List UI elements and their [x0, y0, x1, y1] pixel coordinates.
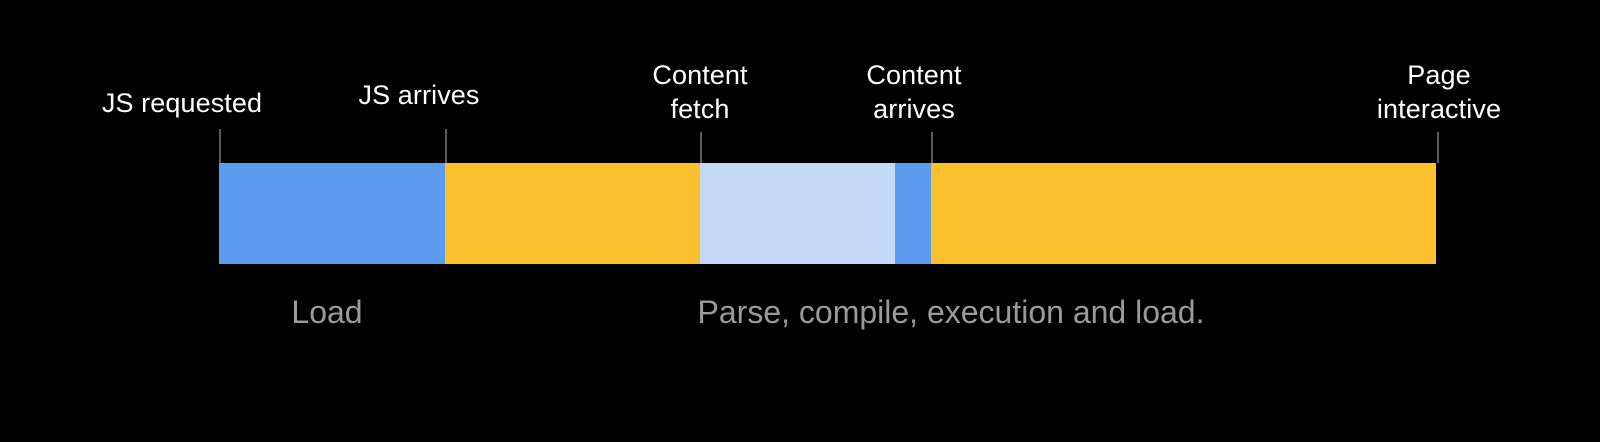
timeline-bar [219, 163, 1436, 264]
bar-segment-content-download [895, 163, 931, 264]
marker-label-content-arrives: Content arrives [866, 60, 962, 124]
tick-line-content-fetch [700, 132, 702, 163]
caption-parse: Parse, compile, execution and load. [697, 294, 1205, 330]
marker-label-js-requested: JS requested [101, 88, 263, 118]
bar-segment-content-fetch-wait [700, 163, 895, 264]
caption-load: Load [291, 294, 363, 330]
tick-line-page-interactive [1437, 132, 1439, 163]
marker-label-page-interactive: Page interactive [1376, 60, 1502, 124]
bar-segment-js-download [219, 163, 445, 264]
marker-label-js-arrives: JS arrives [358, 80, 480, 110]
tick-line-js-arrives [445, 129, 447, 163]
bar-segment-js-parse-compile [445, 163, 700, 264]
bar-segment-execution-and-load [931, 163, 1436, 264]
tick-line-js-requested [219, 129, 221, 163]
marker-label-content-fetch: Content fetch [652, 60, 748, 124]
tick-line-content-arrives [931, 132, 933, 163]
